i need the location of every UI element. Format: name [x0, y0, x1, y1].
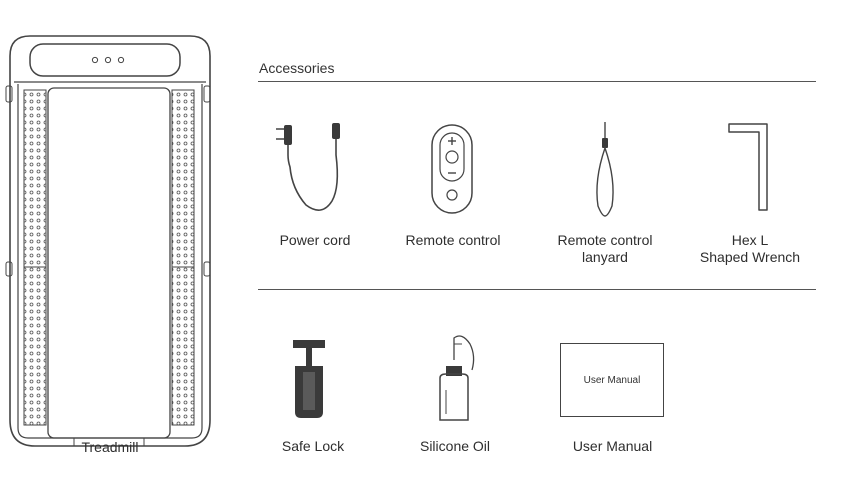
safe-lock-icon: [293, 340, 325, 418]
accessory-label-hex-line2: Shaped Wrench: [699, 249, 801, 265]
accessory-label-hex-line1: Hex L: [731, 232, 769, 248]
lanyard-icon: [596, 122, 614, 217]
treadmill-illustration: [5, 35, 211, 447]
accessory-label-safe-lock: Safe Lock: [281, 438, 345, 454]
user-manual-icon: User Manual: [560, 343, 664, 417]
treadmill-label: Treadmill: [81, 439, 139, 455]
manual-cover-text: User Manual: [583, 374, 641, 386]
silicone-oil-icon: [439, 335, 475, 421]
accessory-label-lanyard-line2: lanyard: [582, 249, 628, 265]
accessory-label-remote-control: Remote control: [405, 232, 501, 248]
top-divider: [258, 81, 816, 82]
accessory-label-lanyard-line1: Remote control: [557, 232, 653, 248]
accessory-label-user-manual: User Manual: [572, 438, 653, 454]
accessory-label-silicone-oil: Silicone Oil: [419, 438, 491, 454]
power-cord-icon: [276, 123, 340, 211]
remote-control-icon: [431, 124, 473, 214]
section-title: Accessories: [259, 60, 335, 76]
accessory-label-power-cord: Power cord: [279, 232, 351, 248]
hex-wrench-icon: [728, 123, 768, 211]
middle-divider: [258, 289, 816, 290]
